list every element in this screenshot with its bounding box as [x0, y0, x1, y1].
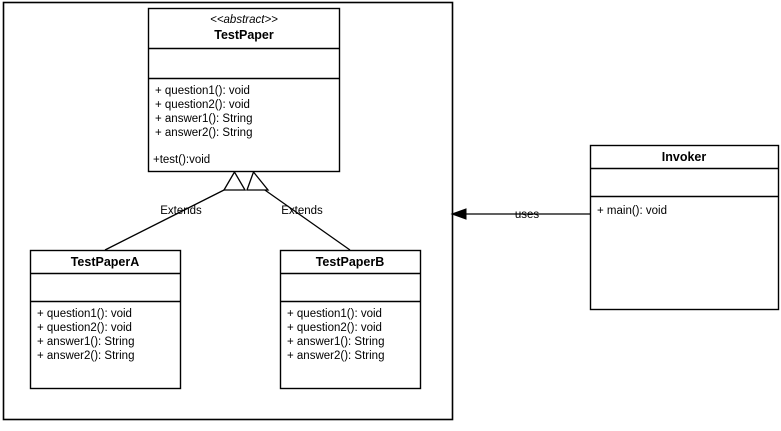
extends-b-label: Extends	[281, 205, 323, 217]
testpaperb-operation: + question1(): void	[287, 308, 382, 320]
testpapera-title: TestPaperA	[71, 255, 140, 269]
extends-a-label: Extends	[160, 205, 202, 217]
relationship-uses[interactable]: uses	[450, 208, 590, 221]
relationship-extends-b[interactable]: Extends	[246, 170, 351, 251]
testpaperb-operation: + answer2(): String	[287, 350, 384, 362]
testpapera-operation: + answer2(): String	[37, 350, 134, 362]
relationship-extends-a[interactable]: Extends	[104, 170, 247, 251]
testpapera-operation: + question1(): void	[37, 308, 132, 320]
dependency-arrowhead	[450, 208, 467, 220]
class-box-testpaperb[interactable]: TestPaperB + question1(): void + questio…	[279, 249, 422, 390]
class-box-testpaper[interactable]: <<abstract>> TestPaper + question1(): vo…	[147, 7, 341, 173]
extends-a-line	[104, 187, 229, 251]
testpaper-stereotype: <<abstract>>	[210, 14, 278, 26]
generalization-arrowhead-b	[246, 170, 270, 191]
testpaper-operation: +test():void	[153, 154, 210, 166]
testpaper-operation: + question1(): void	[155, 85, 250, 97]
testpaperb-operation: + question2(): void	[287, 322, 382, 334]
testpaper-operation: + answer2(): String	[155, 127, 252, 139]
uses-label: uses	[515, 209, 540, 221]
generalization-arrowhead-a	[222, 170, 247, 191]
invoker-operation: + main(): void	[597, 205, 667, 217]
testpaper-operation: + answer1(): String	[155, 113, 252, 125]
class-box-testpapera[interactable]: TestPaperA + question1(): void + questio…	[29, 249, 182, 390]
testpaper-title: TestPaper	[214, 28, 274, 42]
extends-b-line	[261, 187, 351, 251]
testpaper-operation: + question2(): void	[155, 99, 250, 111]
invoker-outline	[589, 144, 780, 311]
testpaperb-title: TestPaperB	[316, 255, 385, 269]
testpapera-operation: + question2(): void	[37, 322, 132, 334]
testpaperb-operation: + answer1(): String	[287, 336, 384, 348]
testpaper-outline	[147, 7, 341, 173]
testpapera-operation: + answer1(): String	[37, 336, 134, 348]
class-box-invoker[interactable]: Invoker + main(): void	[589, 144, 780, 311]
invoker-title: Invoker	[662, 150, 707, 164]
